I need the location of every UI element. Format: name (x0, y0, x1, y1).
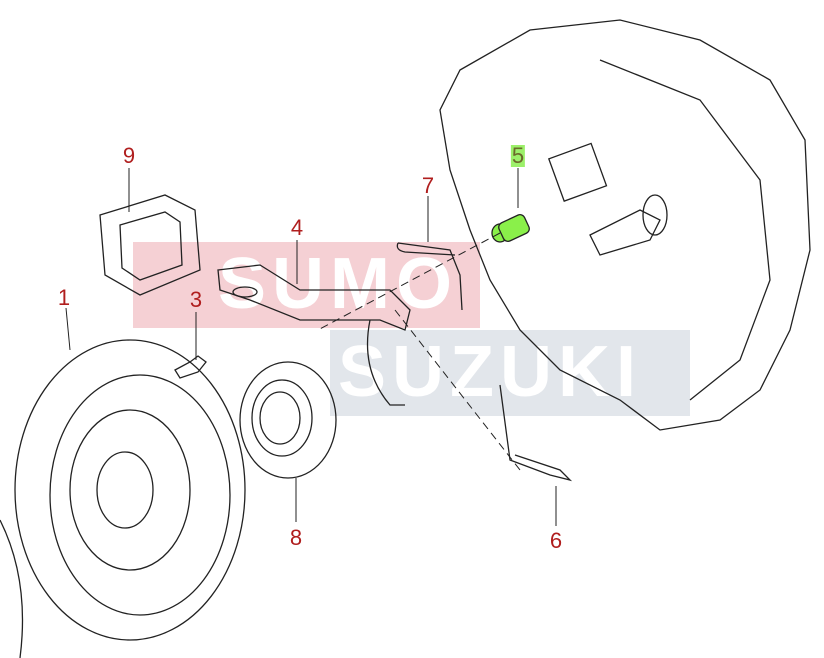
clutch-cover (0, 339, 246, 658)
watermark-sumo-band (133, 242, 480, 328)
watermark-suzuki-band (330, 330, 690, 416)
part-label-4: 4 (290, 215, 304, 240)
part-label-8: 8 (289, 525, 303, 550)
release-bearing (239, 361, 337, 479)
watermark-sumo: SUMO (218, 244, 458, 324)
part-label-3: 3 (189, 287, 203, 312)
spring-clip-6 (499, 384, 573, 482)
boot (99, 194, 201, 296)
spring-clip-7 (396, 242, 463, 311)
part-label-1: 1 (57, 285, 71, 310)
pivot-stud (491, 214, 530, 243)
release-fork (217, 264, 411, 406)
part-label-7: 7 (421, 173, 435, 198)
part-label-5: 5 (510, 143, 526, 168)
transmission-housing (439, 19, 811, 431)
part-label-6: 6 (549, 528, 563, 553)
bolt (174, 355, 207, 379)
watermark-suzuki: SUZUKI (338, 332, 642, 412)
part-label-9: 9 (122, 143, 136, 168)
